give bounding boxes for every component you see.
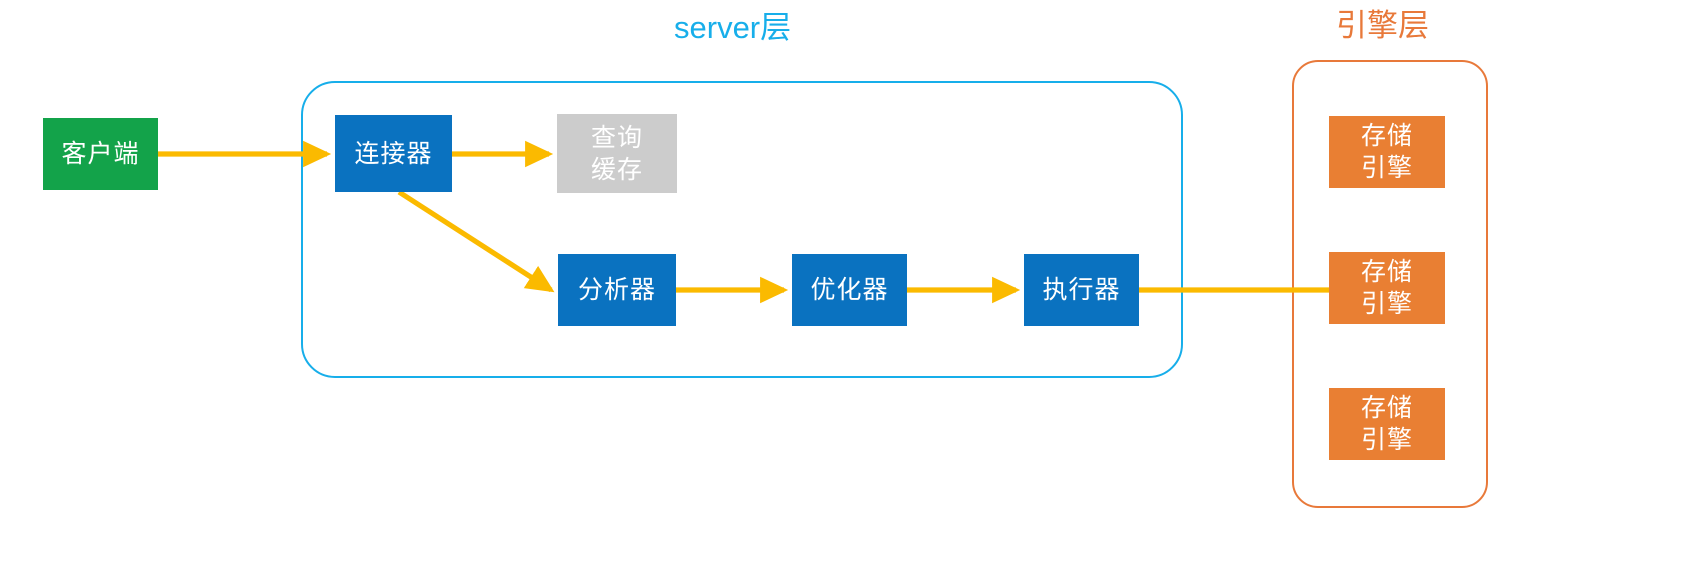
node-connector[interactable]: 连接器 [335, 115, 452, 192]
engine-layer-container [1292, 60, 1488, 508]
node-client[interactable]: 客户端 [43, 118, 158, 190]
node-parser[interactable]: 分析器 [558, 254, 676, 326]
node-executor[interactable]: 执行器 [1024, 254, 1139, 326]
engine-layer-title: 引擎层 [1336, 8, 1429, 43]
node-query-cache[interactable]: 查询 缓存 [557, 114, 677, 193]
node-storage-engine-1[interactable]: 存储 引擎 [1329, 116, 1445, 188]
node-storage-engine-3[interactable]: 存储 引擎 [1329, 388, 1445, 460]
node-storage-engine-2[interactable]: 存储 引擎 [1329, 252, 1445, 324]
server-layer-container [301, 81, 1183, 378]
server-layer-title: server层 [674, 10, 792, 45]
node-optimizer[interactable]: 优化器 [792, 254, 907, 326]
